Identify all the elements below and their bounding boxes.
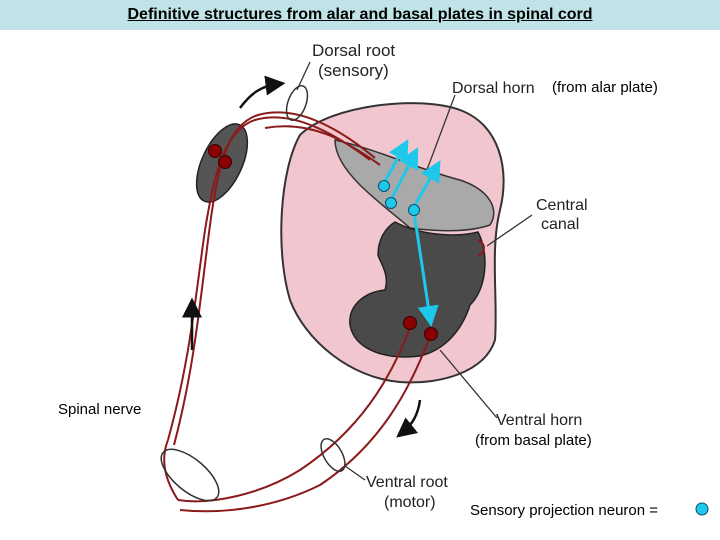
legend-text: Sensory projection neuron = bbox=[470, 502, 659, 519]
from-basal-plate-label: (from basal plate) bbox=[475, 432, 592, 449]
ventral-root-label: Ventral root bbox=[366, 474, 448, 491]
ventral-flow-arrow bbox=[396, 399, 422, 438]
dark-red-circle-icon bbox=[424, 327, 438, 341]
ventral-root-sub-label: (motor) bbox=[384, 494, 436, 511]
title-bar: Definitive structures from alar and basa… bbox=[0, 0, 720, 30]
dorsal-root-label: Dorsal root bbox=[312, 41, 396, 60]
spinal-cord-diagram bbox=[160, 61, 709, 516]
page-title: Definitive structures from alar and basa… bbox=[127, 6, 593, 23]
dark-red-circle-icon bbox=[403, 316, 417, 330]
central-canal-label-line1: Central bbox=[536, 197, 588, 214]
legend-sensory-neuron-icon bbox=[695, 502, 709, 516]
dorsal-horn-label: Dorsal horn bbox=[452, 80, 535, 97]
ventral-root-marker bbox=[320, 438, 346, 472]
sensory-neurons bbox=[378, 180, 420, 216]
dorsal-root-marker bbox=[285, 85, 309, 121]
neuron-bodies bbox=[208, 144, 438, 341]
dorsal-flow-arrow bbox=[239, 75, 286, 109]
dorsal-root-sub-label: (sensory) bbox=[318, 61, 389, 80]
ventral-horn-label: Ventral horn bbox=[496, 412, 583, 429]
from-alar-plate-label: (from alar plate) bbox=[552, 79, 658, 96]
central-canal bbox=[477, 239, 485, 257]
cyan-circle-icon bbox=[378, 180, 390, 192]
dark-red-circle-icon bbox=[208, 144, 222, 158]
spinal-nerve-label: Spinal nerve bbox=[58, 401, 142, 418]
cyan-circle-icon bbox=[385, 197, 397, 209]
dark-red-circle-icon bbox=[218, 155, 232, 169]
spinal-nerve-marker bbox=[160, 448, 220, 502]
cyan-circle-icon bbox=[408, 204, 420, 216]
label-leaders bbox=[296, 61, 533, 481]
central-canal-label-line2: canal bbox=[541, 216, 580, 233]
sensory-axon-arrows bbox=[382, 139, 441, 327]
